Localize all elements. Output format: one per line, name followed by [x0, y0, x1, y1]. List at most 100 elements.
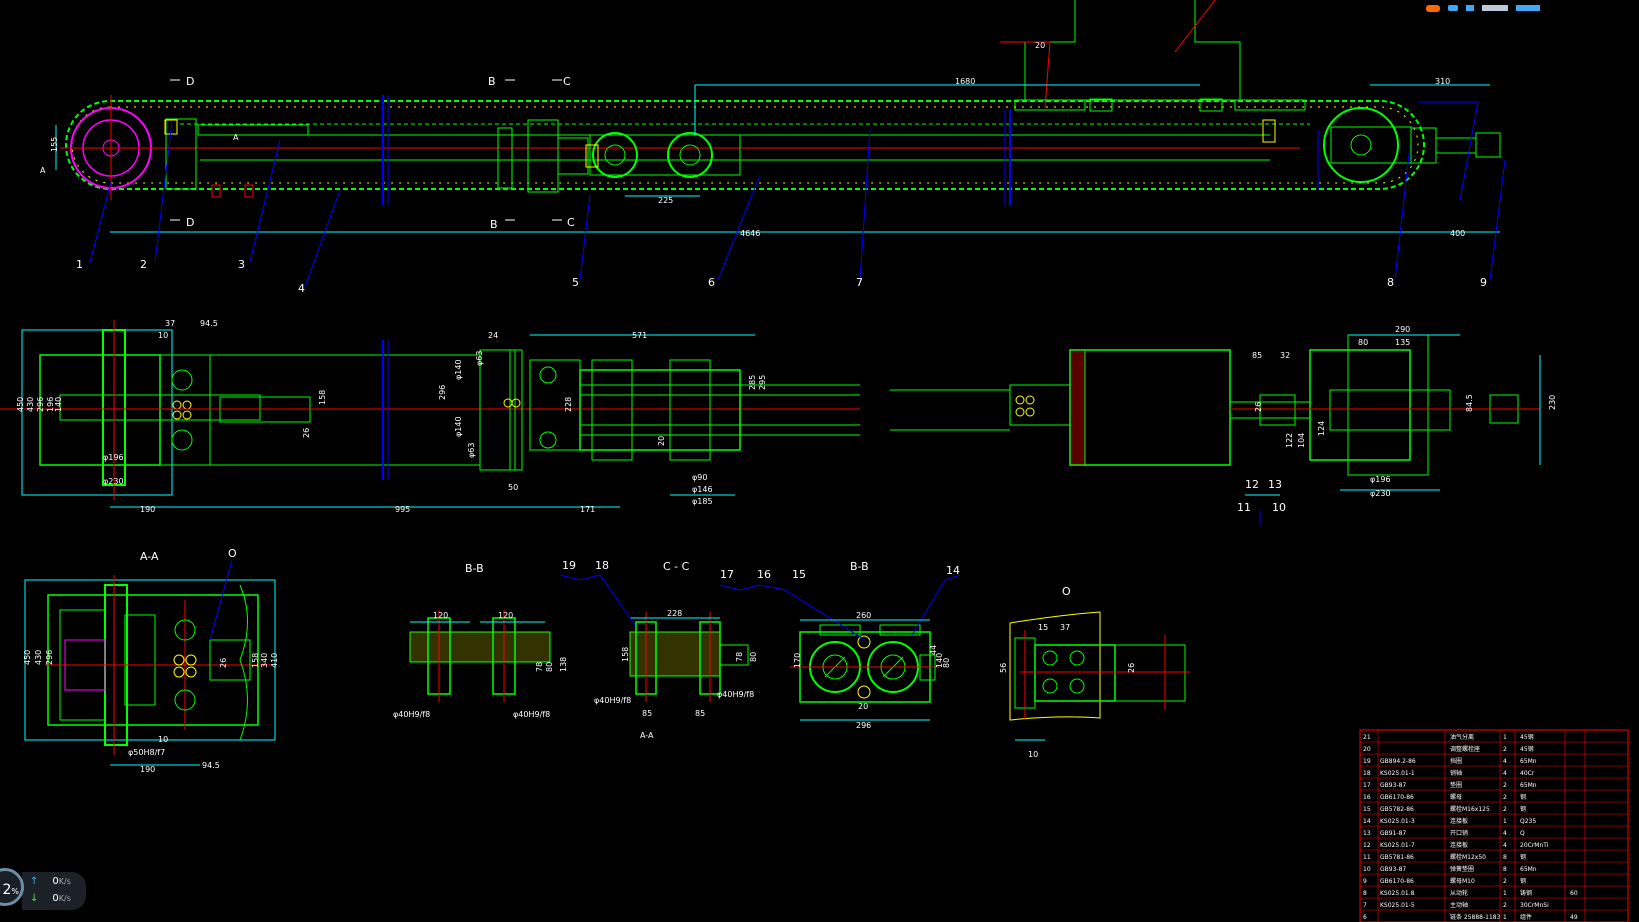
o-dim-15: 15 — [1038, 623, 1048, 632]
dim-20: 20 — [1035, 41, 1045, 50]
o-dim-10: 10 — [1028, 750, 1038, 759]
dim-phi63-bottom: φ63 — [467, 443, 476, 458]
bom-cell-qty: 4 — [1503, 842, 1507, 849]
section-mark-a-right: A — [233, 133, 239, 142]
aa-dim-158: 158 — [251, 653, 260, 668]
section-bb-1: B-B 120 120 78 80 138 φ40H9/f8 φ40H9/f8 — [393, 562, 568, 719]
bom-cell-number: 20 — [1363, 746, 1371, 753]
bom-cell-material: Q235 — [1520, 818, 1536, 825]
bom-cell-number: 17 — [1363, 782, 1371, 789]
bom-cell-code: GB5782-86 — [1380, 806, 1414, 813]
aa-dim-340: 340 — [260, 653, 269, 668]
part-number-8: 8 — [1387, 276, 1394, 289]
dim-135: 135 — [1395, 338, 1410, 347]
bom-cell-name: 挡圈 — [1450, 757, 1462, 765]
bom-cell-number: 18 — [1363, 770, 1371, 777]
dim-290: 290 — [1395, 325, 1410, 334]
bb1-dim-120-right: 120 — [498, 611, 513, 620]
dim-26-right: 26 — [1254, 402, 1263, 412]
bom-cell-number: 12 — [1363, 842, 1371, 849]
dim-phi146: φ146 — [692, 485, 713, 494]
dim-80: 80 — [1358, 338, 1368, 347]
dim-296-mid: 296 — [438, 385, 447, 400]
bb2-dim-20: 20 — [858, 702, 868, 711]
bom-cell-qty: 8 — [1503, 854, 1507, 861]
bom-cell-material: 65Mn — [1520, 866, 1537, 873]
aa-dim-190: 190 — [140, 765, 155, 774]
bom-cell-code: GB6170-86 — [1380, 878, 1414, 885]
section-mark-c-top: C — [563, 75, 571, 88]
part-number-9: 9 — [1480, 276, 1487, 289]
aa-dim-410: 410 — [270, 653, 279, 668]
upload-speed-value: 0 — [52, 876, 59, 887]
upload-arrow-icon: ↑ — [30, 876, 39, 887]
window-icon — [1482, 5, 1508, 11]
section-bb-2: B-B 17 16 15 14 260 170 20 296 140 80 44 — [719, 560, 961, 730]
dim-85: 85 — [1252, 351, 1262, 360]
dim-phi140-top: φ140 — [454, 359, 463, 380]
bb2-dim-140: 140 — [935, 653, 944, 668]
bom-cell-name: 垫圈 — [1450, 781, 1462, 789]
dim-155: 155 — [50, 137, 59, 152]
dim-285: 285 — [748, 375, 757, 390]
cc-dim-85-right: 85 — [695, 709, 705, 718]
section-aa: A-A O 450 430 296 26 158 340 410 10 φ50H… — [23, 547, 279, 774]
section-aa-title: A-A — [140, 550, 159, 563]
app-icon — [1426, 5, 1440, 12]
bb2-dim-260: 260 — [856, 611, 871, 620]
network-speed-widget[interactable]: ↑0K/s ↓0K/s 2% — [0, 860, 90, 922]
dim-171: 171 — [580, 505, 595, 514]
aa-dim-296: 296 — [45, 650, 54, 665]
bom-cell-code: GB6170-86 — [1380, 794, 1414, 801]
dim-140: 140 — [54, 397, 63, 412]
bb1-dim-phi40-right: φ40H9/f8 — [513, 710, 550, 719]
bom-cell-material: 30CrMnSi — [1520, 902, 1549, 909]
bom-cell-material: 组件 — [1520, 913, 1532, 921]
part-number-2: 2 — [140, 258, 147, 271]
section-mark-a-left: A — [40, 166, 46, 175]
o-dim-26: 26 — [1127, 663, 1136, 673]
aa-dim-450: 450 — [23, 650, 32, 665]
cpu-usage-circle[interactable]: 2% — [0, 868, 24, 906]
bom-cell-name: 从动轮 — [1450, 889, 1468, 897]
bom-cell-code: GB5781-86 — [1380, 854, 1414, 861]
dim-228: 228 — [564, 397, 573, 412]
part-number-4: 4 — [298, 282, 305, 295]
dim-571: 571 — [632, 331, 647, 340]
cc-dim-228: 228 — [667, 609, 682, 618]
aa-dim-phi50: φ50H8/f7 — [128, 748, 165, 757]
dim-995: 995 — [395, 505, 410, 514]
cloud-icon — [1448, 5, 1458, 11]
bom-cell-material: 20CrMnTi — [1520, 842, 1549, 849]
dim-10: 10 — [158, 331, 168, 340]
bom-cell-number: 13 — [1363, 830, 1371, 837]
bom-cell-code: KS025.01-7 — [1380, 842, 1415, 849]
bom-cell-qty: 2 — [1503, 794, 1507, 801]
bom-cell-code: GB91-87 — [1380, 830, 1406, 837]
dim-phi90: φ90 — [692, 473, 707, 482]
dim-124: 124 — [1317, 421, 1326, 436]
bom-cell-name: 螺栓M16x125 — [1450, 805, 1490, 813]
bom-cell-number: 14 — [1363, 818, 1371, 825]
bom-cell-qty: 1 — [1503, 734, 1507, 741]
dim-32: 32 — [1280, 351, 1290, 360]
dim-225: 225 — [658, 196, 673, 205]
part-number-6: 6 — [708, 276, 715, 289]
part-number-3: 3 — [238, 258, 245, 271]
bb1-dim-138: 138 — [559, 657, 568, 672]
settings-icon — [1516, 5, 1540, 11]
bom-cell-number: 16 — [1363, 794, 1371, 801]
bom-cell-code: GB894.2-86 — [1380, 758, 1416, 765]
part-number-13: 13 — [1268, 478, 1282, 491]
dim-94-5: 94.5 — [200, 319, 218, 328]
bom-cell-name: 弹簧垫圈 — [1450, 865, 1474, 873]
dim-phi196: φ196 — [103, 453, 124, 462]
detail-o-title: O — [1062, 585, 1071, 598]
bom-cell-name: 螺母M10 — [1450, 877, 1475, 885]
